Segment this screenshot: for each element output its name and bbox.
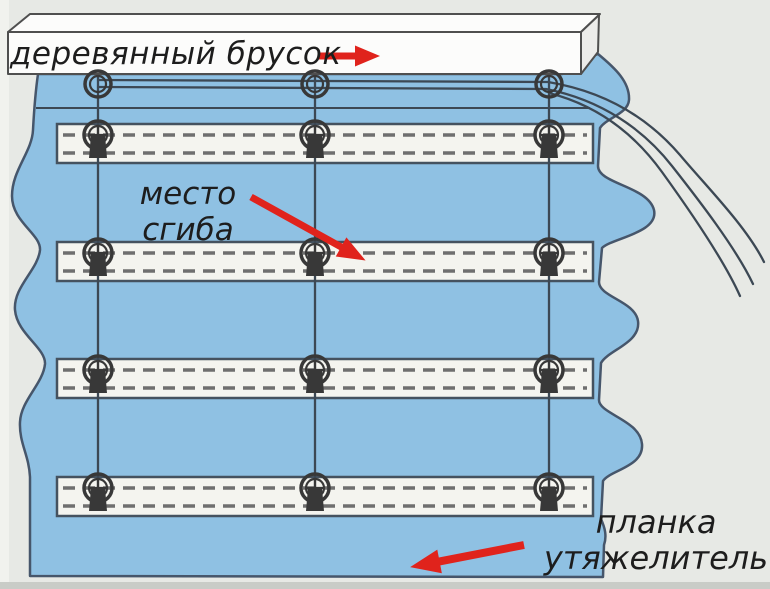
ring-icon — [299, 237, 331, 276]
label-fold-place-line1: место — [139, 176, 237, 212]
cord — [96, 85, 755, 286]
cord — [547, 91, 742, 298]
wooden-bar — [7, 13, 601, 75]
ring-icon — [534, 69, 564, 99]
ring-icon — [82, 354, 114, 393]
cord — [96, 78, 766, 264]
ring-icon — [83, 69, 113, 99]
ring-icon — [299, 472, 331, 511]
slat-rings — [82, 119, 565, 511]
label-weight-bar-line2: утяжелитель — [543, 539, 769, 577]
page-edge-bottom — [0, 582, 770, 589]
label-wooden-bar: деревянный брусок — [10, 36, 342, 72]
arrow-down-right-icon — [249, 193, 366, 261]
ring-icon — [82, 472, 114, 511]
label-weight-bar: планка утяжелитель — [538, 504, 770, 576]
ring-icon — [299, 354, 331, 393]
arrow-left-icon — [410, 541, 525, 574]
cord-routing — [96, 78, 766, 298]
ring-icon — [300, 69, 330, 99]
slat-batten — [55, 475, 595, 518]
label-fold-place-line2: сгиба — [142, 212, 234, 248]
ring-icon — [82, 119, 114, 158]
arrow-right-icon — [319, 45, 380, 67]
blind-fabric — [10, 52, 656, 579]
top-rings — [83, 69, 564, 99]
ring-icon — [533, 354, 565, 393]
page-edge-left — [0, 0, 9, 589]
ring-icon — [533, 472, 565, 511]
label-fold-place: место сгиба — [126, 176, 250, 248]
ring-icon — [533, 237, 565, 276]
ring-icon — [533, 119, 565, 158]
ring-icon — [82, 237, 114, 276]
ring-icon — [299, 119, 331, 158]
label-weight-bar-line1: планка — [595, 503, 717, 541]
